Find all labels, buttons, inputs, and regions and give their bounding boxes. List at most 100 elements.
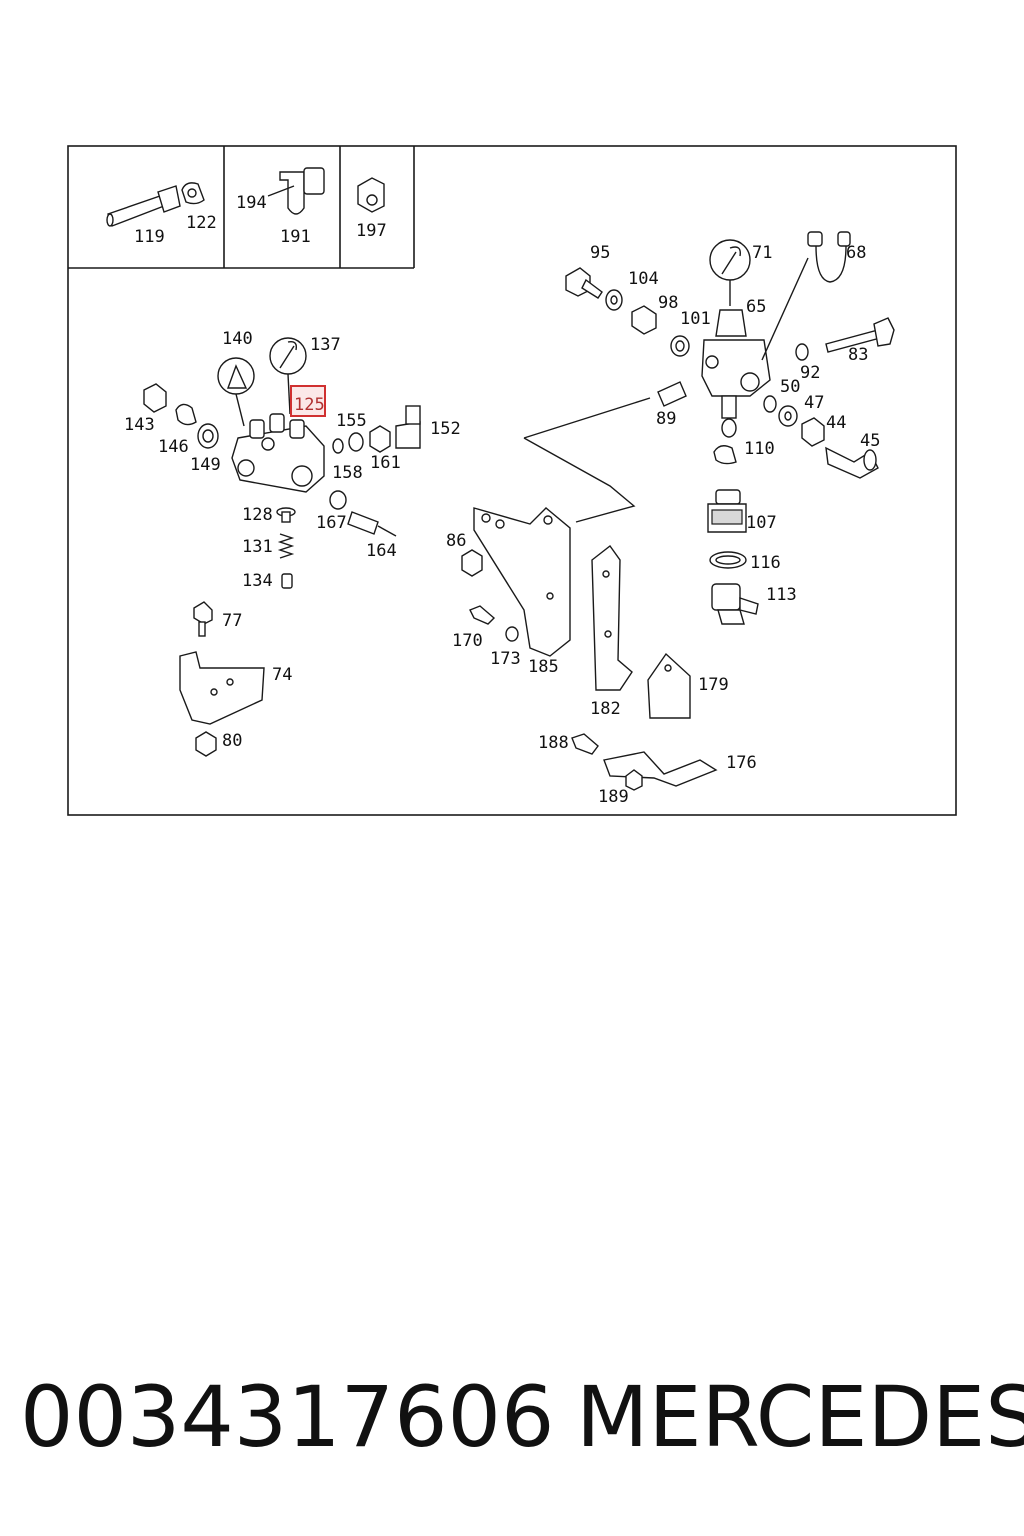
- part-189-nut: [625, 769, 643, 791]
- part-131-spring: [277, 533, 295, 559]
- callout-173: 173: [490, 649, 521, 669]
- callout-137: 137: [310, 335, 341, 355]
- callout-92: 92: [800, 363, 820, 383]
- callout-167: 167: [316, 513, 347, 533]
- part-number: 0034317606: [20, 1368, 555, 1466]
- part-caption: 0034317606 MERCEDES: [0, 1362, 1024, 1472]
- callout-83: 83: [848, 345, 868, 365]
- callout-80: 80: [222, 731, 242, 751]
- callout-71: 71: [752, 243, 772, 263]
- part-45-elbow: [825, 446, 879, 479]
- part-89-sleeve: [523, 381, 687, 523]
- part-188-bolt: [571, 733, 599, 755]
- callout-140: 140: [222, 329, 253, 349]
- callout-197: 197: [356, 221, 387, 241]
- part-185-bracket: [473, 507, 571, 657]
- part-176-strap: [603, 751, 718, 787]
- callout-98: 98: [658, 293, 678, 313]
- part-47-washer: [778, 405, 798, 427]
- part-125-valve-block: [231, 413, 325, 493]
- callout-104: 104: [628, 269, 659, 289]
- callout-155: 155: [336, 411, 367, 431]
- part-107-valve: [707, 489, 747, 533]
- callout-44: 44: [826, 413, 846, 433]
- callout-119: 119: [134, 227, 165, 247]
- part-155-washer: [332, 438, 344, 454]
- callout-143: 143: [124, 415, 155, 435]
- part-191-bracket-clip: [267, 167, 325, 215]
- part-86-nut: [461, 549, 483, 577]
- callout-185: 185: [528, 657, 559, 677]
- callout-194: 194: [236, 193, 267, 213]
- callout-101: 101: [680, 309, 711, 329]
- callout-188: 188: [538, 733, 569, 753]
- part-101-washer: [670, 335, 690, 357]
- callout-47: 47: [804, 393, 824, 413]
- callout-labels: 119 122 194 191 197 95 104 98 101 71 65 …: [124, 193, 880, 807]
- callout-131: 131: [242, 537, 273, 557]
- part-128-pin: [276, 507, 296, 523]
- callout-116: 116: [750, 553, 781, 573]
- callout-176: 176: [726, 753, 757, 773]
- part-152-tee-fitting: [395, 405, 421, 449]
- part-197-clip: [357, 177, 385, 213]
- part-98-nut: [631, 305, 657, 335]
- part-95-bolt: [565, 267, 603, 299]
- part-146-clamp: [175, 403, 197, 426]
- part-179-plate: [647, 652, 691, 719]
- callout-189: 189: [598, 787, 629, 807]
- callout-89: 89: [656, 409, 676, 429]
- part-113-fitting: [711, 583, 759, 625]
- part-158-washer: [348, 432, 364, 452]
- part-149-fitting: [197, 423, 219, 449]
- callout-110: 110: [744, 439, 775, 459]
- part-143-nut: [143, 383, 167, 413]
- callout-86: 86: [446, 531, 466, 551]
- part-164-sensor: [347, 511, 397, 537]
- callout-107: 107: [746, 513, 777, 533]
- callout-74: 74: [272, 665, 292, 685]
- part-80-nut: [195, 731, 217, 757]
- part-116-o-ring: [709, 551, 747, 569]
- callout-134: 134: [242, 571, 273, 591]
- callout-113: 113: [766, 585, 797, 605]
- part-65-relay-valve: [701, 257, 809, 438]
- callout-170: 170: [452, 631, 483, 651]
- callout-146: 146: [158, 437, 189, 457]
- part-173-washer: [505, 626, 519, 642]
- wrench-icon-71: [709, 239, 751, 306]
- part-161-nut: [369, 425, 391, 453]
- callout-191: 191: [280, 227, 311, 247]
- callout-161: 161: [370, 453, 401, 473]
- callout-128: 128: [242, 505, 273, 525]
- part-44-nut: [801, 417, 825, 447]
- part-68-shackle: [807, 231, 851, 283]
- part-122-clamp: [181, 182, 205, 205]
- part-50-washer: [763, 395, 777, 413]
- callout-122: 122: [186, 213, 217, 233]
- part-170-bolt: [469, 605, 496, 625]
- callout-125: 125: [294, 395, 325, 415]
- part-182-strut: [591, 544, 633, 691]
- part-104-washer: [605, 289, 623, 311]
- part-167-washer: [329, 490, 347, 510]
- highlight-box-125: [290, 385, 326, 417]
- callout-164: 164: [366, 541, 397, 561]
- callout-65: 65: [746, 297, 766, 317]
- part-110-clip: [713, 445, 737, 465]
- part-74-bracket: [179, 651, 265, 725]
- part-92-washer: [795, 343, 809, 361]
- callout-158: 158: [332, 463, 363, 483]
- callout-179: 179: [698, 675, 729, 695]
- part-83-bolt: [825, 317, 895, 353]
- part-134-pin: [281, 573, 293, 589]
- callout-182: 182: [590, 699, 621, 719]
- callout-68: 68: [846, 243, 866, 263]
- callout-95: 95: [590, 243, 610, 263]
- part-77-bolt: [193, 601, 213, 637]
- triangle-icon-140: [217, 357, 255, 427]
- brand-name: MERCEDES: [576, 1368, 1024, 1466]
- part-119-hose-sleeve: [106, 185, 181, 227]
- callout-77: 77: [222, 611, 242, 631]
